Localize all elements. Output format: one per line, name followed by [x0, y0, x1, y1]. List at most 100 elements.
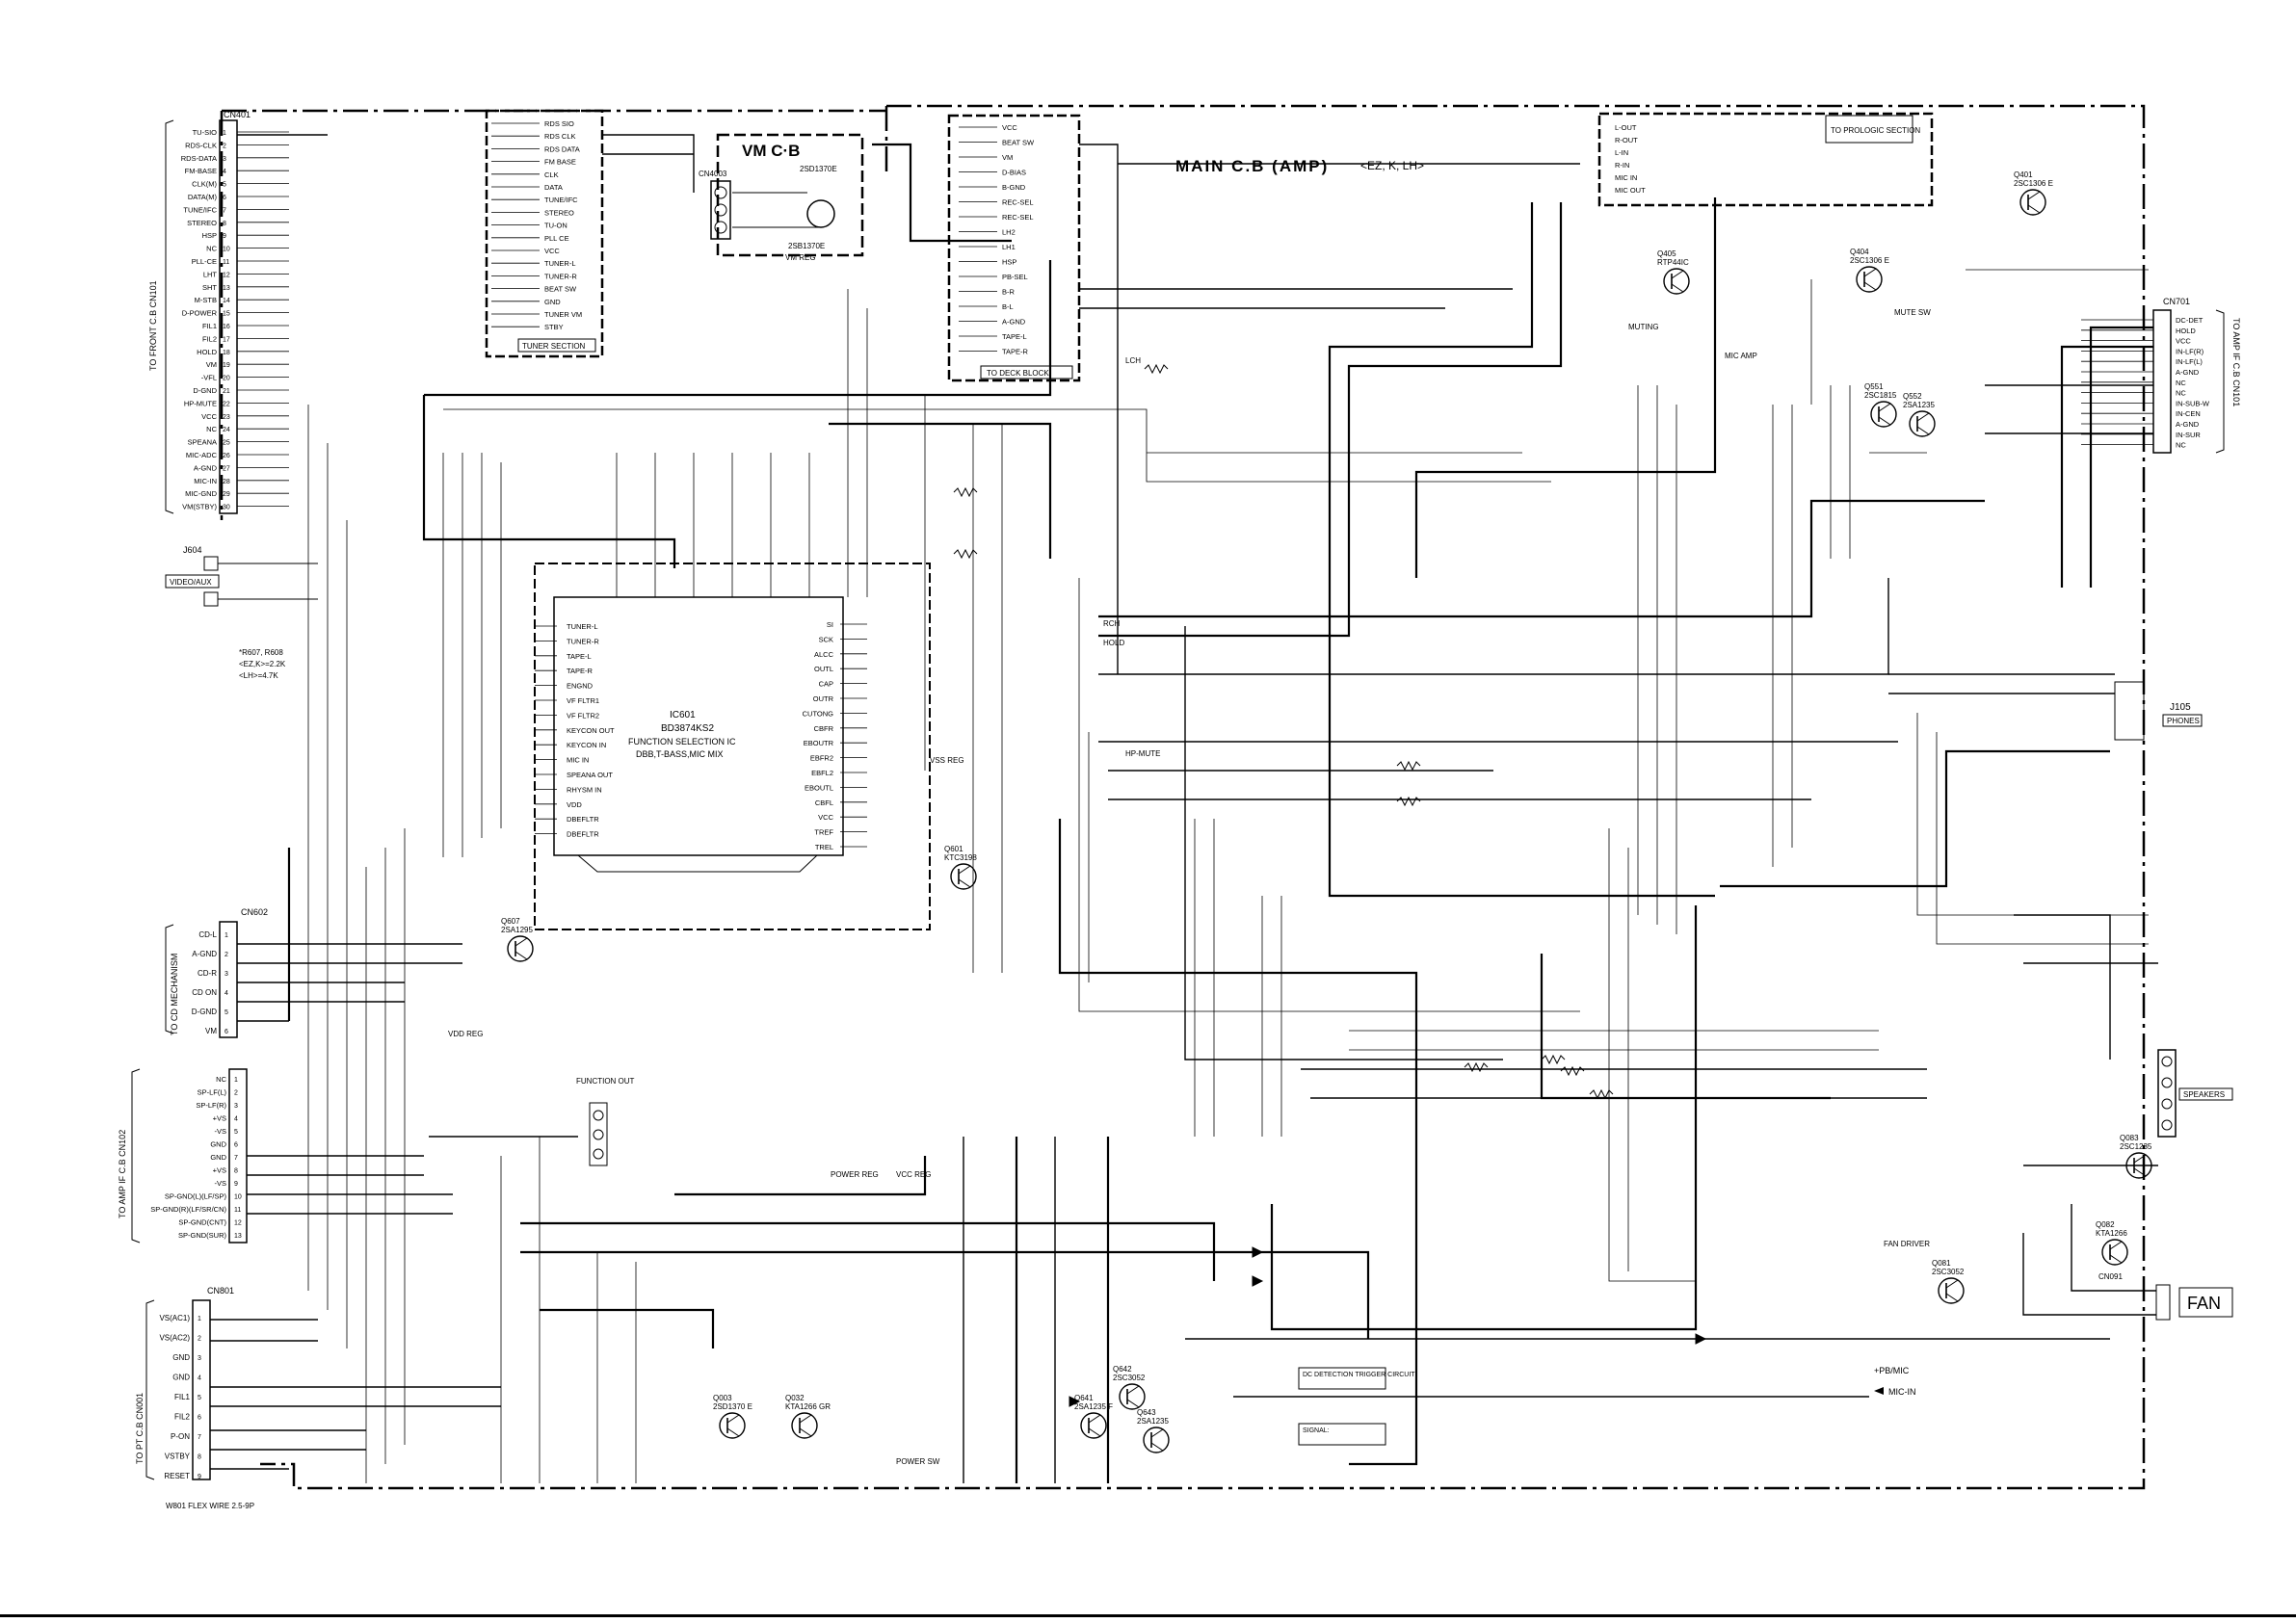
pin-number: 9	[198, 1474, 201, 1480]
cn701-pin: VCC	[2176, 337, 2191, 346]
cn701-pin: A-GND	[2176, 368, 2200, 377]
cn701-ref: CN701	[2163, 297, 2190, 306]
cn001-pin: NC	[216, 1075, 226, 1084]
pin-number: 4	[224, 990, 228, 997]
vcc-reg-label: VCC REG	[896, 1170, 931, 1179]
ic601-left-pin: VF FLTR2	[567, 711, 599, 720]
signal-legend: +PB/MIC	[1874, 1366, 1910, 1375]
cn401-pin: HP-MUTE	[184, 399, 217, 407]
tuner-pin: RDS SIO	[544, 119, 574, 128]
cn401-pin: PLL-CE	[192, 257, 217, 266]
cn401-pin: TU-SIO	[193, 128, 218, 137]
cn401-pin: NC	[206, 425, 217, 433]
ic601-right-pin: CAP	[819, 680, 833, 689]
pin-number: 2	[224, 952, 228, 958]
ic601-right-pin: TREL	[815, 843, 833, 851]
cn401-pin: DATA(M)	[188, 193, 218, 201]
transistor-collector	[1945, 1279, 1959, 1289]
cn401-pin: MIC-ADC	[186, 451, 218, 459]
ic601-right-pin: TREF	[814, 828, 833, 837]
deck-pin: B-GND	[1002, 183, 1026, 192]
board-outline	[220, 104, 2146, 1490]
fan-ref: CN091	[2098, 1272, 2123, 1281]
tuner-pin: TUNER VM	[544, 310, 582, 319]
cn401-pin: VCC	[201, 412, 217, 421]
transistor-symbol	[1870, 401, 1897, 428]
ic601-right-pin: SI	[827, 620, 833, 629]
pin-number: 8	[198, 1454, 201, 1461]
pin-number: 25	[223, 440, 230, 447]
cn001-pin: -VS	[214, 1127, 226, 1136]
pin-number: 9	[223, 233, 226, 240]
cn701-pin: IN-LF(L)	[2176, 357, 2203, 366]
hold-label: HP-MUTE	[1125, 749, 1160, 758]
vm-board-title: VM C·B	[742, 142, 800, 160]
transistor-part: 2SA1295	[501, 926, 533, 934]
transistor-emitter	[1126, 1399, 1140, 1408]
muting-label: MUTING	[1628, 323, 1659, 331]
cn602-pin: A-GND	[192, 950, 217, 958]
tuner-pin: TUNER-L	[544, 259, 576, 268]
function-out: FUNCTION OUT	[576, 1077, 635, 1166]
power-sw-label: POWER SW	[896, 1457, 940, 1466]
deck-block-label: TO DECK BLOCK	[987, 369, 1049, 378]
transistor-part: 2SA1235 F	[1074, 1402, 1113, 1411]
transistor-collector	[799, 1414, 812, 1424]
cn801-pin: VS(AC2)	[159, 1334, 190, 1343]
deck-pin: PB-SEL	[1002, 273, 1028, 281]
pin-number: 5	[234, 1129, 238, 1136]
tuner-pin: DATA	[544, 183, 563, 192]
ic601-right-pin: OUTR	[813, 694, 834, 703]
transistor-ref: Q642	[1113, 1365, 1132, 1374]
cn801-pin: RESET	[164, 1472, 190, 1480]
transistor-emitter	[958, 878, 971, 888]
dc-detect-label: SIGNAL:	[1303, 1427, 1330, 1434]
tuner-pin: TU-ON	[544, 222, 567, 230]
transistor-collector	[1126, 1385, 1140, 1395]
pin-number: 13	[223, 285, 230, 292]
deck-pin: D-BIAS	[1002, 169, 1026, 177]
cn602-pin: CD-L	[198, 930, 217, 939]
connector-cn801: CN801 TO PT C.B CN001 W801 FLEX WIRE 2.5…	[135, 1286, 254, 1510]
tuner-section: TUNER SECTION	[485, 109, 604, 358]
cn801-ref: CN801	[207, 1286, 234, 1296]
cn001-target: TO AMP IF C.B CN102	[118, 1130, 127, 1218]
transistor-ref: Q032	[785, 1394, 805, 1402]
transistor-emitter	[1916, 426, 1930, 435]
transistor-part: 2SC1306 E	[1850, 256, 1889, 265]
cn001-pin: GND	[210, 1153, 226, 1162]
transistor-collector	[1088, 1414, 1101, 1424]
resistor-note-3: <LH>=4.7K	[239, 671, 278, 680]
pin-number: 1	[223, 130, 226, 137]
pin-number: 20	[223, 376, 230, 382]
vm-q014: 2SD1370E	[800, 165, 837, 173]
ic601-left-pin: VDD	[567, 800, 582, 809]
pin-number: 10	[234, 1194, 242, 1201]
transistor-ref: Q607	[501, 917, 520, 926]
cn701-pin: A-GND	[2176, 420, 2200, 429]
transistor-emitter	[1671, 283, 1684, 293]
ic601-left-pin: KEYCON OUT	[567, 726, 615, 735]
transistor-ref: Q401	[2014, 170, 2033, 179]
passive-components	[953, 363, 1707, 1407]
fan-connector: CN091 FAN	[2098, 1272, 2233, 1321]
transistor-ref: Q081	[1932, 1259, 1951, 1268]
cn401-pin: A-GND	[194, 463, 218, 472]
pin-number: 5	[224, 1009, 228, 1016]
ic601-right-pin: CBFR	[814, 724, 834, 733]
pin-number: 6	[224, 1029, 228, 1035]
transistor-ref: Q083	[2120, 1134, 2139, 1142]
pin-number: 23	[223, 414, 230, 421]
transistor-symbol	[1119, 1383, 1146, 1410]
deck-pin: B-R	[1002, 288, 1016, 297]
cn401-pin: RDS-DATA	[181, 154, 217, 163]
cn401-pin: STEREO	[187, 219, 217, 227]
transistor-collector	[2133, 1154, 2147, 1164]
pin-number: 7	[234, 1155, 238, 1162]
cn602-pin: CD ON	[192, 988, 217, 997]
cn801-pin: GND	[172, 1353, 190, 1362]
cn701-pin: HOLD	[2176, 327, 2196, 335]
transistor-ref: Q003	[713, 1394, 732, 1402]
ic601-left-pin: RHYSM IN	[567, 785, 602, 794]
